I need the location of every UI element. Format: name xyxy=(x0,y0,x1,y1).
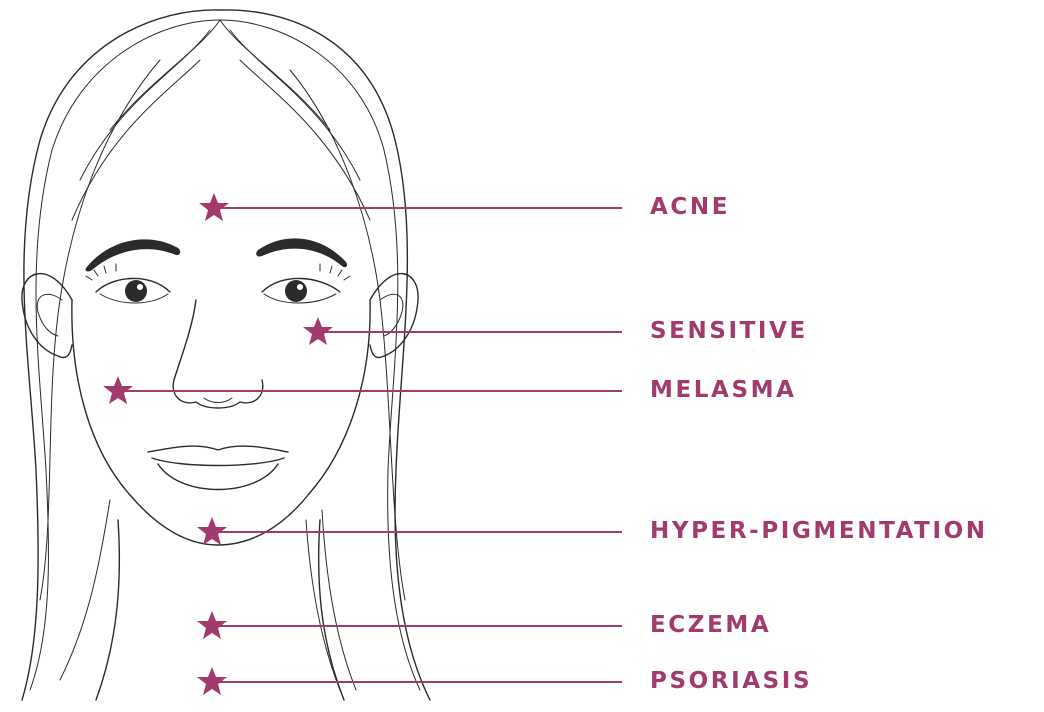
right-eyebrow xyxy=(256,238,347,267)
left-eye xyxy=(86,264,170,303)
hair-outline xyxy=(22,10,430,700)
label-sensitive: SENSITIVE xyxy=(650,320,808,343)
star-markers xyxy=(103,193,333,695)
label-melasma: MELASMA xyxy=(650,379,797,402)
callout-lines xyxy=(118,208,622,682)
lips xyxy=(148,446,288,489)
label-hyper-pigmentation: HYPER-PIGMENTATION xyxy=(650,520,988,543)
label-eczema: ECZEMA xyxy=(650,614,771,637)
right-eye xyxy=(262,264,350,303)
left-eyebrow xyxy=(85,239,180,271)
label-acne: ACNE xyxy=(650,196,730,219)
label-psoriasis: PSORIASIS xyxy=(650,670,812,693)
